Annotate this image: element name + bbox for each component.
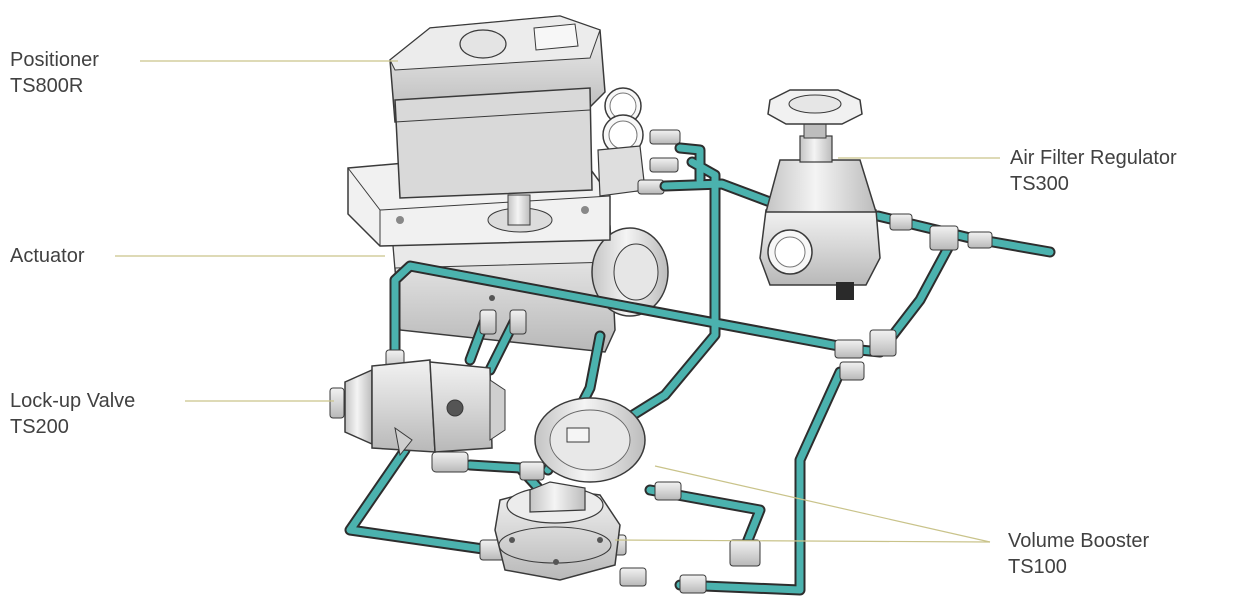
air-filter-regulator (759, 89, 881, 300)
air-filter-regulator-model: TS300 (1010, 173, 1069, 195)
volume-booster-name: Volume Booster (1008, 530, 1150, 552)
leader-lines (115, 60, 1000, 543)
lockup-valve-model: TS200 (10, 416, 69, 438)
volume-booster-model: TS100 (1008, 556, 1067, 578)
leader-volume-booster-2 (614, 539, 991, 543)
label-volume-booster: Volume Booster TS100 (1008, 528, 1149, 580)
label-actuator: Actuator (10, 243, 84, 269)
leader-volume-booster-1 (654, 465, 991, 543)
air-filter-regulator-name: Air Filter Regulator (1010, 147, 1177, 169)
tube-fittings (385, 213, 993, 594)
volume-booster (494, 397, 646, 581)
lockup-valve (329, 359, 506, 457)
label-lockup-valve: Lock-up Valve TS200 (10, 388, 135, 440)
label-positioner: Positioner TS800R (10, 47, 99, 99)
positioner (389, 15, 681, 199)
actuator-name: Actuator (10, 245, 85, 267)
lockup-valve-name: Lock-up Valve (10, 390, 136, 412)
positioner-model: TS800R (10, 75, 84, 97)
label-air-filter-regulator: Air Filter Regulator TS300 (1010, 145, 1177, 197)
positioner-name: Positioner (10, 49, 99, 71)
